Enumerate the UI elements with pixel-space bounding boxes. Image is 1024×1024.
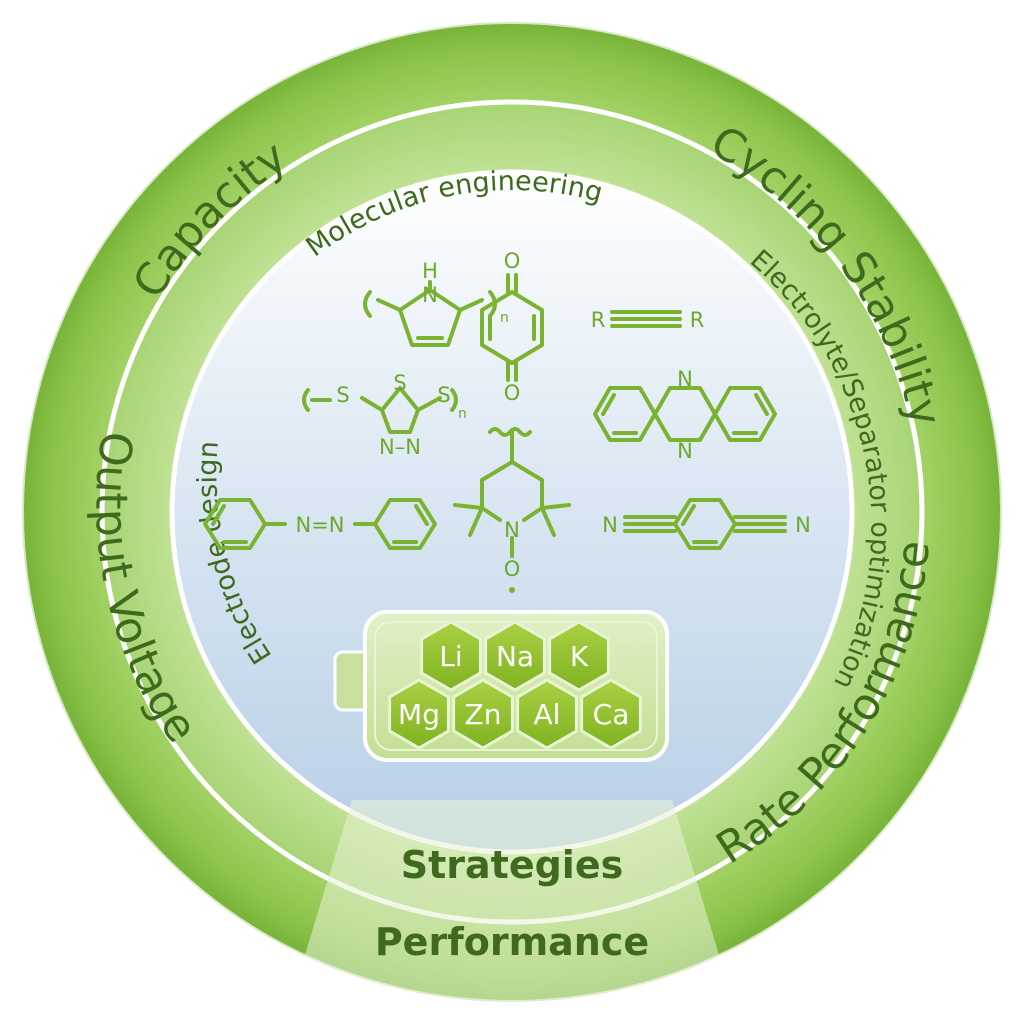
alkyne-structure: [610, 310, 682, 328]
thiadiazole-n-n: N–N: [379, 435, 421, 459]
thiadiazole-s-right: S: [437, 383, 450, 407]
ion-label: Na: [496, 640, 534, 673]
ion-hexagon-k: K: [548, 620, 610, 692]
thiadiazole-n-subscript: n: [458, 406, 467, 422]
quinone-o-top: O: [504, 249, 521, 273]
ion-label: Zn: [465, 698, 502, 731]
performance-label: Performance: [375, 920, 649, 964]
thiadiazole-structure: [302, 386, 458, 434]
ion-hexagon-zn: Zn: [452, 678, 514, 750]
alkyne-r-right: R: [690, 308, 705, 332]
phenazine-n-top: N: [677, 367, 693, 391]
phenazine-structure: [593, 386, 777, 442]
quinone-o-bottom: O: [504, 381, 521, 405]
ion-label: Al: [534, 698, 561, 731]
ion-hexagons: Li Na K Mg Zn Al Ca: [388, 620, 642, 750]
bottom-band: [284, 800, 740, 1002]
terephthalonitrile-structure: [623, 498, 787, 550]
ion-hexagon-al: Al: [516, 678, 578, 750]
tempo-n: N: [504, 518, 520, 542]
ion-hexagon-mg: Mg: [388, 678, 450, 750]
ion-label: Li: [439, 640, 462, 673]
ion-label: Ca: [593, 698, 630, 731]
ion-label: Mg: [398, 698, 440, 731]
azobenzene-structure: [203, 498, 437, 550]
strategies-label: Strategies: [401, 843, 623, 887]
pyrrole-n-subscript: n: [500, 310, 509, 326]
ion-hexagon-na: Na: [484, 620, 546, 692]
ion-label: K: [570, 640, 589, 673]
phenazine-n-bottom: N: [677, 439, 693, 463]
thiadiazole-s-left: S: [336, 383, 349, 407]
azo-label: N=N: [295, 513, 344, 537]
tempo-o: O: [504, 557, 521, 581]
thiadiazole-s-center: S: [393, 371, 406, 395]
tempo-radical-dot: [509, 587, 515, 593]
nitrile-n-right: N: [795, 513, 811, 537]
ion-hexagon-li: Li: [420, 620, 482, 692]
pyrrole-h: H: [422, 259, 438, 283]
benzoquinone-structure: [480, 273, 544, 382]
pyrrole-n: N: [422, 283, 438, 307]
ion-hexagon-ca: Ca: [580, 678, 642, 750]
alkyne-r-left: R: [591, 308, 606, 332]
tempo-structure: [453, 427, 571, 558]
nitrile-n-left: N: [602, 513, 618, 537]
